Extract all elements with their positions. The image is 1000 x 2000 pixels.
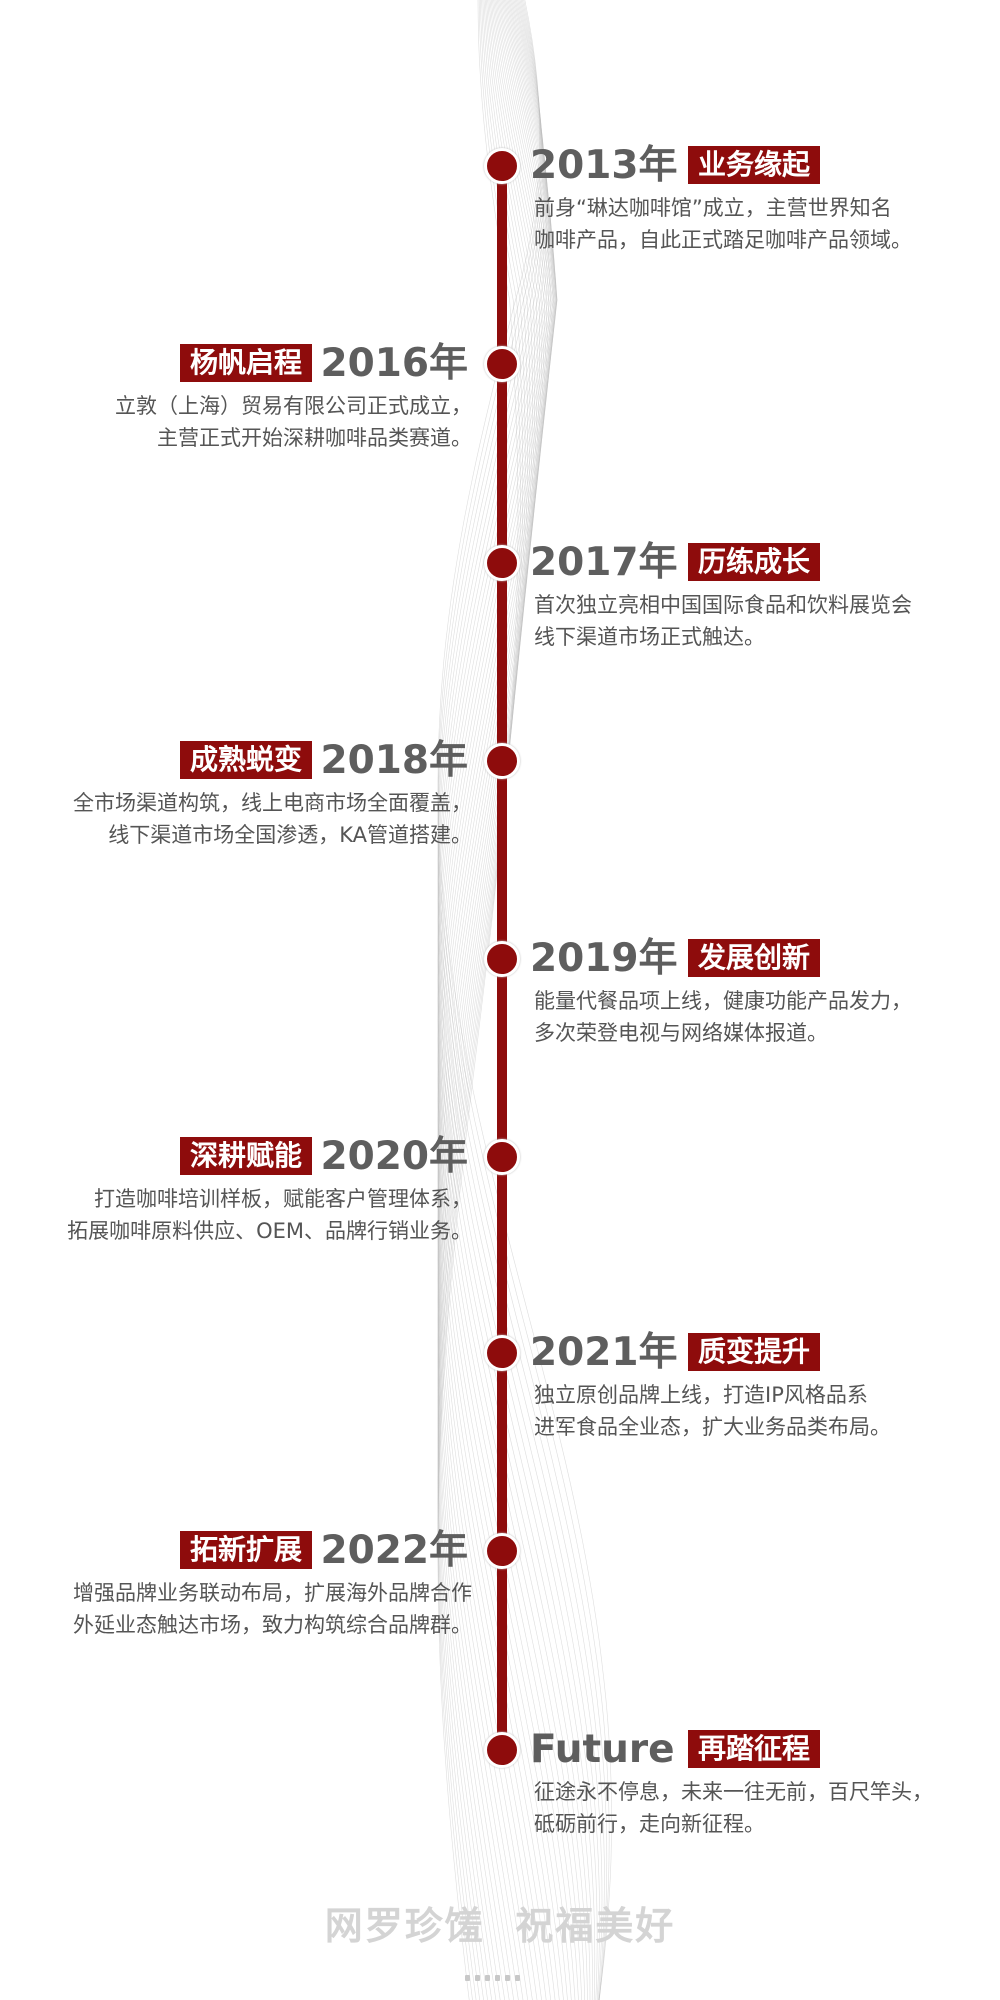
timeline-dot	[484, 1139, 520, 1175]
timeline-description: 增强品牌业务联动布局，扩展海外品牌合作 外延业态触达市场，致力构筑综合品牌群。	[73, 1577, 472, 1641]
timeline-dot	[484, 743, 520, 779]
timeline-badge: 拓新扩展	[179, 1531, 312, 1569]
timeline-item: 2020年 深耕赋能 打造咖啡培训样板，赋能客户管理体系， 拓展咖啡原料供应、O…	[0, 1134, 1000, 1277]
description-line: 增强品牌业务联动布局，扩展海外品牌合作	[73, 1581, 472, 1605]
timeline-badge: 发展创新	[688, 939, 821, 977]
description-line: 能量代餐品项上线，健康功能产品发力，	[534, 989, 912, 1013]
description-line: 独立原创品牌上线，打造IP风格品系	[534, 1383, 868, 1407]
timeline-description: 立敦（上海）贸易有限公司正式成立， 主营正式开始深耕咖啡品类赛道。	[115, 390, 472, 454]
description-line: 咖啡产品，自此正式踏足咖啡产品领域。	[534, 228, 912, 252]
timeline-dot	[484, 346, 520, 382]
description-line: 前身“琳达咖啡馆”成立，主营世界知名	[534, 196, 892, 220]
timeline-item: 2016年 杨帆启程 立敦（上海）贸易有限公司正式成立， 主营正式开始深耕咖啡品…	[0, 341, 1000, 484]
description-line: 外延业态触达市场，致力构筑综合品牌群。	[73, 1613, 472, 1637]
timeline-dot	[484, 1732, 520, 1768]
timeline-badge: 再踏征程	[688, 1730, 821, 1768]
slogan: 网罗珍馐 祝福美好	[324, 1904, 676, 1948]
timeline-year: 2022年	[320, 1528, 468, 1573]
timeline-description: 征途永不停息，未来一往无前，百尺竿头， 砥砺前行，走向新征程。	[534, 1776, 933, 1840]
timeline-item: 2013年 业务缘起 前身“琳达咖啡馆”成立，主营世界知名 咖啡产品，自此正式踏…	[0, 143, 1000, 286]
timeline-item: 2017年 历练成长 首次独立亮相中国国际食品和饮料展览会 线下渠道市场正式触达…	[0, 540, 1000, 683]
timeline-item: Future 再踏征程 征途永不停息，未来一往无前，百尺竿头， 砥砺前行，走向新…	[0, 1727, 1000, 1870]
timeline-dot	[484, 1335, 520, 1371]
timeline-year: 2017年	[530, 540, 678, 585]
timeline-description: 能量代餐品项上线，健康功能产品发力， 多次荣登电视与网络媒体报道。	[534, 985, 912, 1049]
description-line: 首次独立亮相中国国际食品和饮料展览会	[534, 593, 912, 617]
timeline-year: 2019年	[530, 936, 678, 981]
timeline-item: 2019年 发展创新 能量代餐品项上线，健康功能产品发力， 多次荣登电视与网络媒…	[0, 936, 1000, 1079]
timeline-year: 2021年	[530, 1330, 678, 1375]
description-line: 砥砺前行，走向新征程。	[534, 1812, 765, 1836]
page-indicator-dots	[465, 1975, 520, 1981]
description-line: 线下渠道市场正式触达。	[534, 625, 765, 649]
timeline-dot	[484, 1533, 520, 1569]
timeline-description: 打造咖啡培训样板，赋能客户管理体系， 拓展咖啡原料供应、OEM、品牌行销业务。	[67, 1183, 472, 1247]
timeline-dot	[484, 148, 520, 184]
description-line: 立敦（上海）贸易有限公司正式成立，	[115, 394, 472, 418]
description-line: 全市场渠道构筑，线上电商市场全面覆盖，	[73, 791, 472, 815]
timeline-description: 首次独立亮相中国国际食品和饮料展览会 线下渠道市场正式触达。	[534, 589, 912, 653]
timeline-year: 2016年	[320, 341, 468, 386]
timeline-year: 2020年	[320, 1134, 468, 1179]
timeline-badge: 成熟蜕变	[179, 741, 312, 779]
description-line: 拓展咖啡原料供应、OEM、品牌行销业务。	[67, 1219, 472, 1243]
timeline-item: 2018年 成熟蜕变 全市场渠道构筑，线上电商市场全面覆盖， 线下渠道市场全国渗…	[0, 738, 1000, 881]
timeline-badge: 杨帆启程	[179, 344, 312, 382]
timeline-description: 独立原创品牌上线，打造IP风格品系 进军食品全业态，扩大业务品类布局。	[534, 1379, 891, 1443]
description-line: 主营正式开始深耕咖啡品类赛道。	[157, 426, 472, 450]
timeline-badge: 质变提升	[688, 1333, 821, 1371]
timeline-year: 2013年	[530, 143, 678, 188]
timeline-year: 2018年	[320, 738, 468, 783]
description-line: 线下渠道市场全国渗透，KA管道搭建。	[108, 823, 472, 847]
timeline-description: 全市场渠道构筑，线上电商市场全面覆盖， 线下渠道市场全国渗透，KA管道搭建。	[73, 787, 472, 851]
description-line: 打造咖啡培训样板，赋能客户管理体系，	[94, 1187, 472, 1211]
timeline-item: 2022年 拓新扩展 增强品牌业务联动布局，扩展海外品牌合作 外延业态触达市场，…	[0, 1528, 1000, 1671]
timeline-item: 2021年 质变提升 独立原创品牌上线，打造IP风格品系 进军食品全业态，扩大业…	[0, 1330, 1000, 1473]
timeline-badge: 业务缘起	[688, 146, 821, 184]
timeline-year: Future	[530, 1727, 675, 1772]
description-line: 多次荣登电视与网络媒体报道。	[534, 1021, 828, 1045]
timeline-badge: 深耕赋能	[179, 1137, 312, 1175]
description-line: 征途永不停息，未来一往无前，百尺竿头，	[534, 1780, 933, 1804]
timeline-dot	[484, 941, 520, 977]
timeline-badge: 历练成长	[688, 543, 821, 581]
description-line: 进军食品全业态，扩大业务品类布局。	[534, 1415, 891, 1439]
timeline-dot	[484, 545, 520, 581]
timeline-description: 前身“琳达咖啡馆”成立，主营世界知名 咖啡产品，自此正式踏足咖啡产品领域。	[534, 192, 912, 256]
